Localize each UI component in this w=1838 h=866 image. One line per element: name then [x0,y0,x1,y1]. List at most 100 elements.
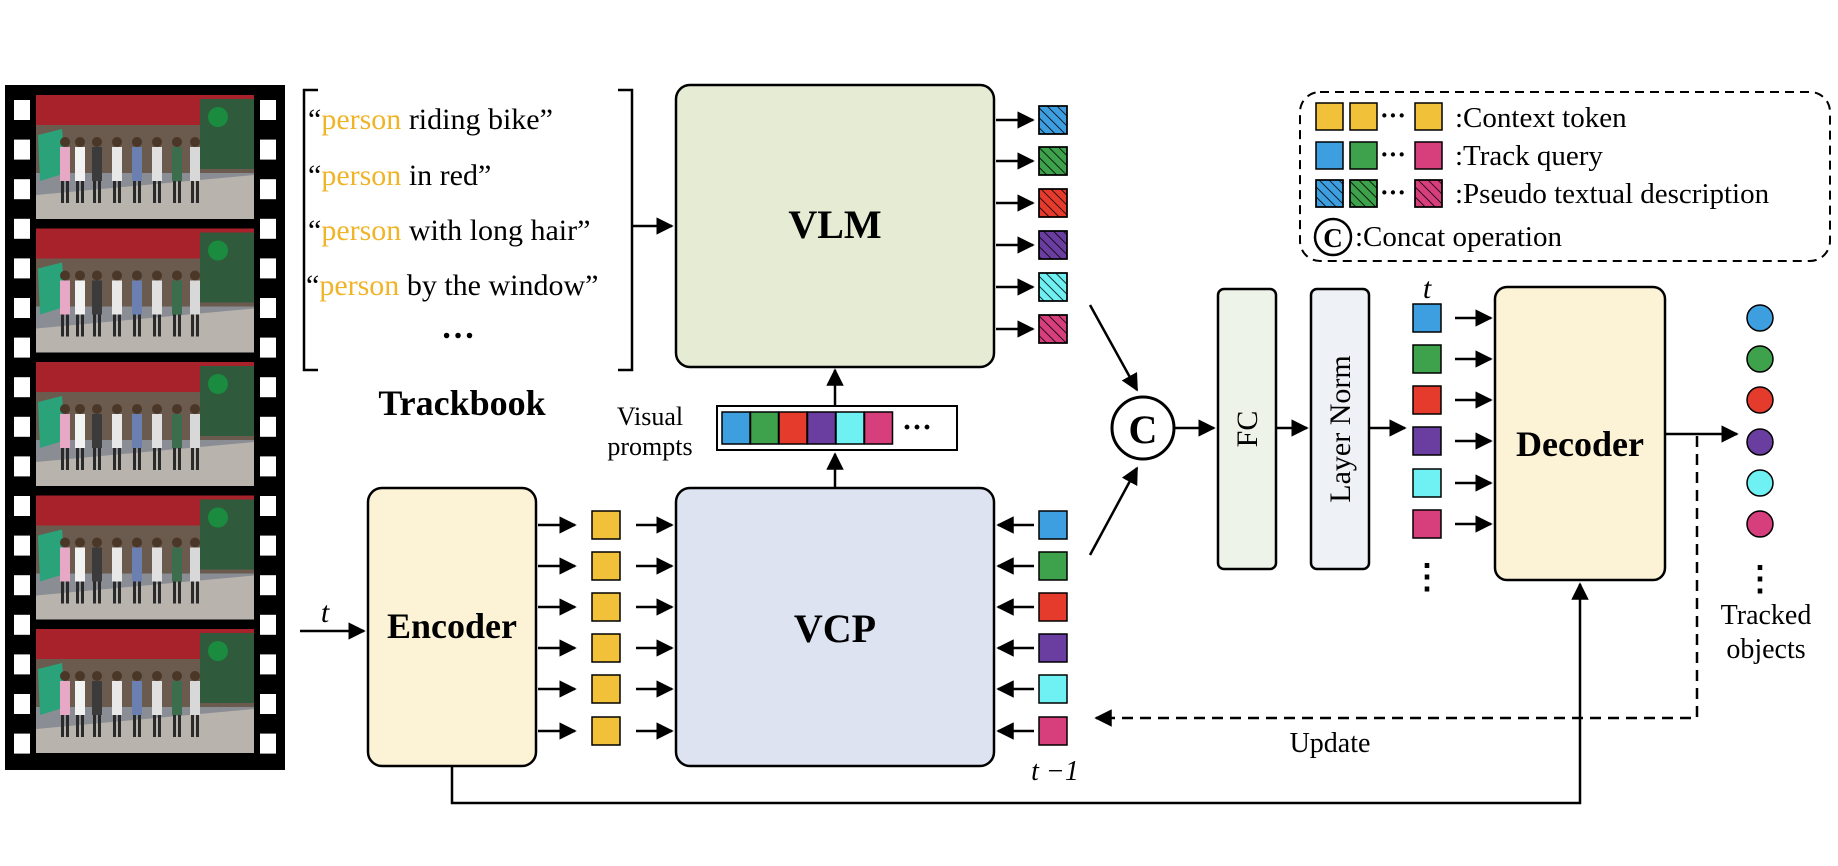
visual-prompt-token [749,411,780,445]
encoder-label: Encoder [387,606,517,646]
vlm-output-pseudo-descriptions [996,105,1068,344]
current-time-label: t [1423,272,1432,305]
film-sprocket-hole [260,654,276,675]
context-token [591,633,621,663]
film-sprocket-hole [260,298,276,318]
film-sprocket-hole [14,694,30,714]
legend-track-swatch [1414,141,1443,170]
trackbook-descriptions: “person riding bike”“person in red”“pers… [306,103,598,302]
tracked-object [1746,345,1774,373]
tracked-object [1746,428,1774,456]
legend-track-swatch [1315,141,1344,170]
tracked-object [1746,304,1774,332]
previous-track-query [1038,633,1068,663]
context-token [591,551,621,581]
previous-track-query [1038,716,1068,746]
film-sprocket-hole [14,218,30,239]
legend-box [1299,91,1831,262]
context-token [591,592,621,622]
legend-context-label: :Context token [1455,102,1627,134]
film-sprocket-hole [260,614,276,635]
prev-time-label: t −1 [1031,756,1079,787]
arrow-vlm-to-concat [1088,304,1139,392]
film-sprocket-hole [260,258,276,279]
pseudo-description-hatch [1038,146,1068,176]
film-sprocket-hole [14,575,30,596]
legend-context-swatch [1349,102,1378,131]
visual-prompt-token [778,411,808,445]
encoder-to-decoder-arrow [450,582,1589,805]
current-track-query [1412,344,1442,374]
video-film-strip [5,85,285,770]
legend-context-swatch [1414,102,1443,131]
video-frame [36,228,254,353]
query-column-ellipsis: ⋮ [1410,559,1444,596]
film-sprocket-hole [14,298,30,318]
trackbook-description: “person with long hair” [308,214,590,247]
update-feedback-arrow [1094,436,1699,727]
concat-operation-icon [1110,395,1176,461]
context-token [591,716,621,746]
context-token-column [538,510,674,746]
trackbook-description: “person by the window” [306,269,598,302]
fc-label: FC [1231,411,1264,448]
vcp-label: VCP [794,606,876,651]
layer-norm-label: Layer Norm [1324,355,1357,502]
film-sprocket-hole [14,535,30,556]
visual-prompt-token [721,411,751,445]
current-track-query [1412,426,1442,456]
visual-prompts-label-line2: prompts [607,432,692,461]
tracked-objects-label-line1: Tracked [1721,600,1812,631]
legend-dots-context: ··· [1380,101,1406,130]
vlm-block [674,83,996,369]
film-sprocket-hole [14,456,30,477]
film-sprocket-hole [14,179,30,200]
film-sprocket-hole [260,496,276,516]
visual-prompt-token [806,411,837,445]
film-sprocket-hole [14,258,30,279]
film-sprocket-hole [14,733,30,754]
film-sprocket-hole [260,694,276,714]
legend-dots-track: ··· [1380,140,1406,169]
film-sprocket-hole [260,218,276,239]
film-sprocket-hole [260,179,276,200]
previous-track-query [1038,592,1068,622]
pseudo-description-hatch [1038,188,1068,218]
film-sprocket-hole [260,100,276,120]
film-sprocket-hole [14,654,30,675]
vcp-block [674,486,996,768]
film-sprocket-hole [260,456,276,477]
tracked-object [1746,386,1774,414]
film-sprocket-hole [14,100,30,120]
film-sprocket-hole [260,139,276,160]
film-sprocket-hole [260,535,276,556]
current-track-query [1412,509,1442,539]
tracked-objects-label-line2: objects [1726,634,1805,665]
film-sprocket-hole [260,416,276,437]
tracked-ellipsis: ⋮ [1743,561,1777,598]
legend-pseudo-hatch [1414,179,1443,208]
tracked-object [1746,510,1774,538]
film-sprocket-hole [14,377,30,398]
visual-prompt-token [863,411,894,445]
legend-concat-icon [1313,217,1353,257]
legend-concat-label: :Concat operation [1355,221,1562,253]
vlm-label: VLM [788,202,881,247]
legend-swatches [1315,102,1443,208]
film-sprocket-hole [260,337,276,358]
current-track-query [1412,385,1442,415]
current-track-query [1412,468,1442,498]
trackbook-ellipsis: … [441,309,475,346]
legend-track-swatch [1349,141,1378,170]
pseudo-description-hatch [1038,314,1068,344]
visual-prompt-token [835,411,865,445]
pseudo-description-hatch [1038,105,1068,135]
previous-track-query [1038,674,1068,704]
legend-track-label: :Track query [1455,140,1603,172]
film-sprocket-hole [14,416,30,437]
legend-pseudo-hatch [1349,179,1378,208]
context-token [591,510,621,540]
trackbook-description: “person riding bike” [308,103,553,136]
input-time-label: t [321,596,330,629]
